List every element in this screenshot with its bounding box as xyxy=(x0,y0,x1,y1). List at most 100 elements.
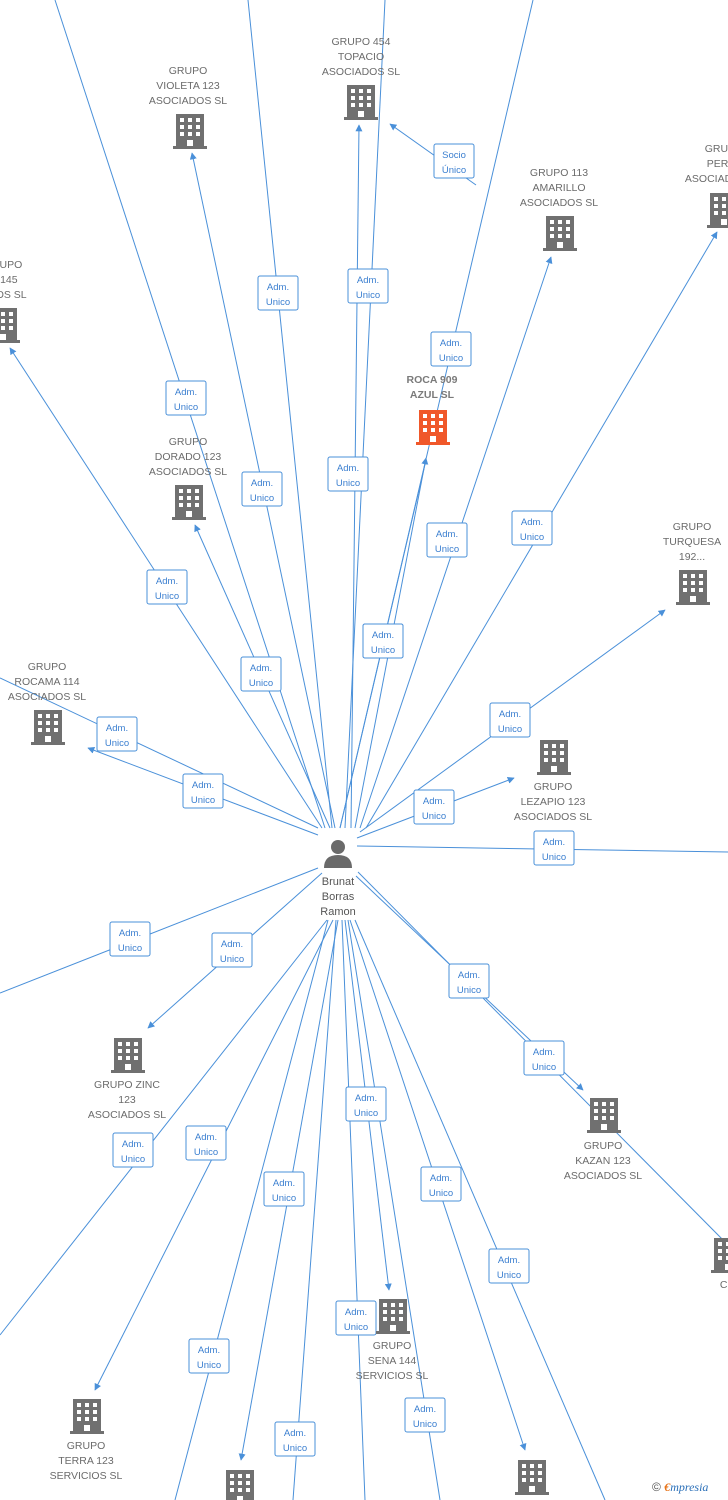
company-node[interactable]: C... xyxy=(711,1238,728,1291)
relation-text: Adm. xyxy=(250,663,272,674)
relation-box xyxy=(146,569,188,605)
relation-label[interactable]: Adm.Unico xyxy=(426,522,468,558)
company-label: C... xyxy=(720,1279,728,1291)
relation-label[interactable]: Adm.Unico xyxy=(347,268,389,304)
relation-label[interactable]: Adm.Unico xyxy=(345,1086,387,1122)
relation-label[interactable]: Adm.Unico xyxy=(413,789,455,825)
relation-text: Unico xyxy=(520,532,544,543)
relation-label[interactable]: Adm.Unico xyxy=(430,331,472,367)
company-label: ROCA 909 xyxy=(407,374,458,386)
relation-text: Adm. xyxy=(198,1345,220,1356)
relation-label[interactable]: Adm.Unico xyxy=(146,569,188,605)
relation-text: Unico xyxy=(121,1154,145,1165)
company-label: ASOCIADOS SL xyxy=(685,173,728,185)
relation-text: Adm. xyxy=(372,630,394,641)
company-node[interactable]: GRUPOPERLAASOCIADOS SL xyxy=(685,143,728,228)
relation-label[interactable]: Adm.Unico xyxy=(511,510,553,546)
relation-text: Adm. xyxy=(195,1132,217,1143)
building-icon xyxy=(223,1470,257,1500)
relation-label[interactable]: Adm.Unico xyxy=(185,1125,227,1161)
relation-box xyxy=(362,623,404,659)
relation-label[interactable]: Adm.Unico xyxy=(240,656,282,692)
relation-edge xyxy=(0,919,328,1336)
relation-label[interactable]: Adm.Unico xyxy=(112,1132,154,1168)
relation-label[interactable]: Adm.Unico xyxy=(182,773,224,809)
company-node[interactable] xyxy=(223,1470,257,1500)
company-label: ROCAMA 114 xyxy=(14,676,79,688)
company-label: AMARILLO xyxy=(532,182,585,194)
relation-text: Unico xyxy=(542,852,566,863)
relation-text: Unico xyxy=(371,645,395,656)
company-label: TURQUESA xyxy=(663,536,721,548)
relation-label[interactable]: Adm.Unico xyxy=(404,1397,446,1433)
relation-text: Unico xyxy=(422,811,446,822)
relation-label[interactable]: Adm.Unico xyxy=(109,921,151,957)
relation-text: Adm. xyxy=(106,723,128,734)
relation-edge xyxy=(0,867,319,994)
relation-label[interactable]: Adm. Unico xyxy=(362,623,404,659)
relation-edge xyxy=(174,919,329,1500)
relation-label[interactable]: Adm.Unico xyxy=(327,456,369,492)
relation-label[interactable]: Adm.Unico xyxy=(241,471,283,507)
relation-box xyxy=(426,522,468,558)
relation-label[interactable]: Adm.Unico xyxy=(488,1248,530,1284)
relation-label[interactable]: Adm.Unico xyxy=(420,1166,462,1202)
relation-label[interactable]: Adm.Unico xyxy=(263,1171,305,1207)
relation-box xyxy=(188,1338,230,1374)
relation-box xyxy=(523,1040,565,1076)
company-label: LEZAPIO 123 xyxy=(521,796,586,808)
company-label: 192... xyxy=(679,551,705,563)
relation-text: Único xyxy=(442,165,466,176)
company-label: ...DOS SL xyxy=(0,289,27,301)
company-node[interactable]: GRUPO... 145...DOS SL xyxy=(0,259,27,343)
relation-text: Adm. xyxy=(458,970,480,981)
relation-edge xyxy=(0,677,319,829)
relation-label[interactable]: Adm.Unico xyxy=(533,830,575,866)
relation-text: Adm. xyxy=(414,1404,436,1415)
building-icon xyxy=(344,85,378,120)
building-icon xyxy=(537,740,571,775)
relation-box xyxy=(420,1166,462,1202)
relation-box xyxy=(240,656,282,692)
company-label: SENA 144 xyxy=(368,1355,417,1367)
relation-box xyxy=(511,510,553,546)
empresia-logo: €mpresia xyxy=(664,1480,709,1494)
relation-text: Adm. xyxy=(355,1093,377,1104)
relation-label[interactable]: Adm.Unico xyxy=(188,1338,230,1374)
company-label: ASOCIADOS SL xyxy=(8,691,86,703)
relation-label[interactable]: Adm.Unico xyxy=(257,275,299,311)
relation-text: Unico xyxy=(250,493,274,504)
relation-label[interactable]: Adm.Unico xyxy=(274,1421,316,1457)
relation-label[interactable]: Adm.Unico xyxy=(211,932,253,968)
company-label: GRUPO 454 xyxy=(332,36,391,48)
company-label: 123 xyxy=(118,1094,136,1106)
relation-edge xyxy=(354,919,606,1500)
relation-label[interactable]: Adm.Unico xyxy=(448,963,490,999)
relation-label[interactable]: Adm.Unico xyxy=(165,380,207,416)
relation-label[interactable]: Adm.Unico xyxy=(523,1040,565,1076)
relation-box xyxy=(430,331,472,367)
relation-text: Unico xyxy=(220,954,244,965)
relation-box xyxy=(488,1248,530,1284)
relation-text: Adm. xyxy=(273,1178,295,1189)
relation-label[interactable]: Adm.Unico xyxy=(489,702,531,738)
relation-text: Adm. xyxy=(337,463,359,474)
company-label: SERVICIOS SL xyxy=(50,1470,123,1482)
relation-label[interactable]: Adm.Unico xyxy=(335,1300,377,1336)
company-node[interactable]: GRUPOTURQUESA192... xyxy=(663,521,721,605)
company-node[interactable] xyxy=(515,1460,549,1495)
relation-label[interactable]: Adm.Unico xyxy=(96,716,138,752)
